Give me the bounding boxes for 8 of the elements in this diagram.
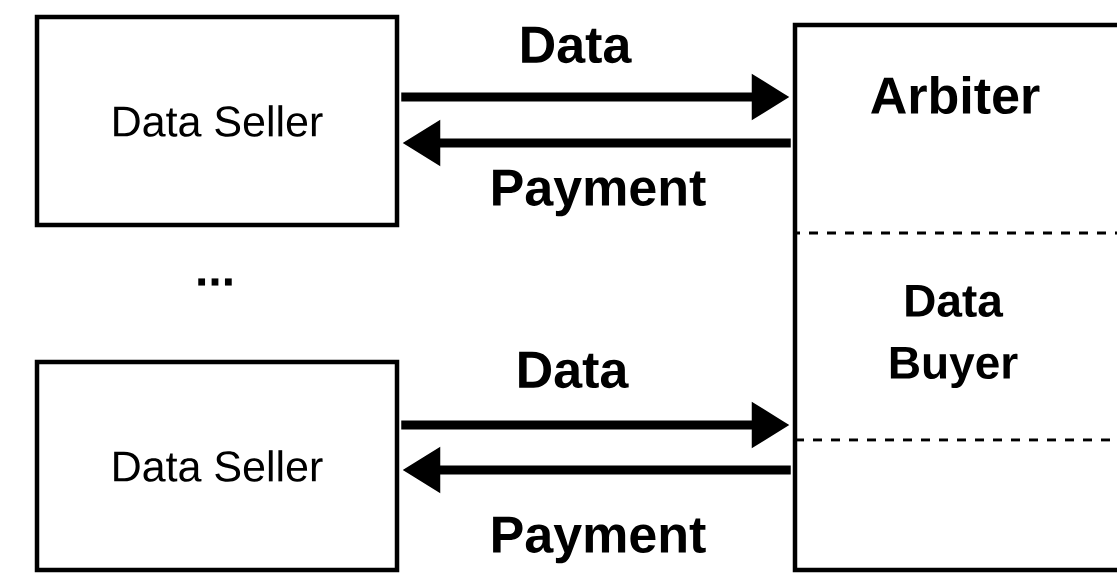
ellipsis: ... bbox=[198, 278, 232, 286]
edge-label: Data bbox=[519, 351, 629, 389]
edge-label: Payment bbox=[493, 516, 706, 564]
edge-label: Data bbox=[522, 26, 632, 64]
buyer-box: Data Buyer bbox=[793, 231, 1117, 442]
seller-box: Data Seller bbox=[34, 359, 400, 573]
edge-label: Payment bbox=[493, 169, 706, 217]
seller-box: Data Seller bbox=[34, 14, 400, 228]
